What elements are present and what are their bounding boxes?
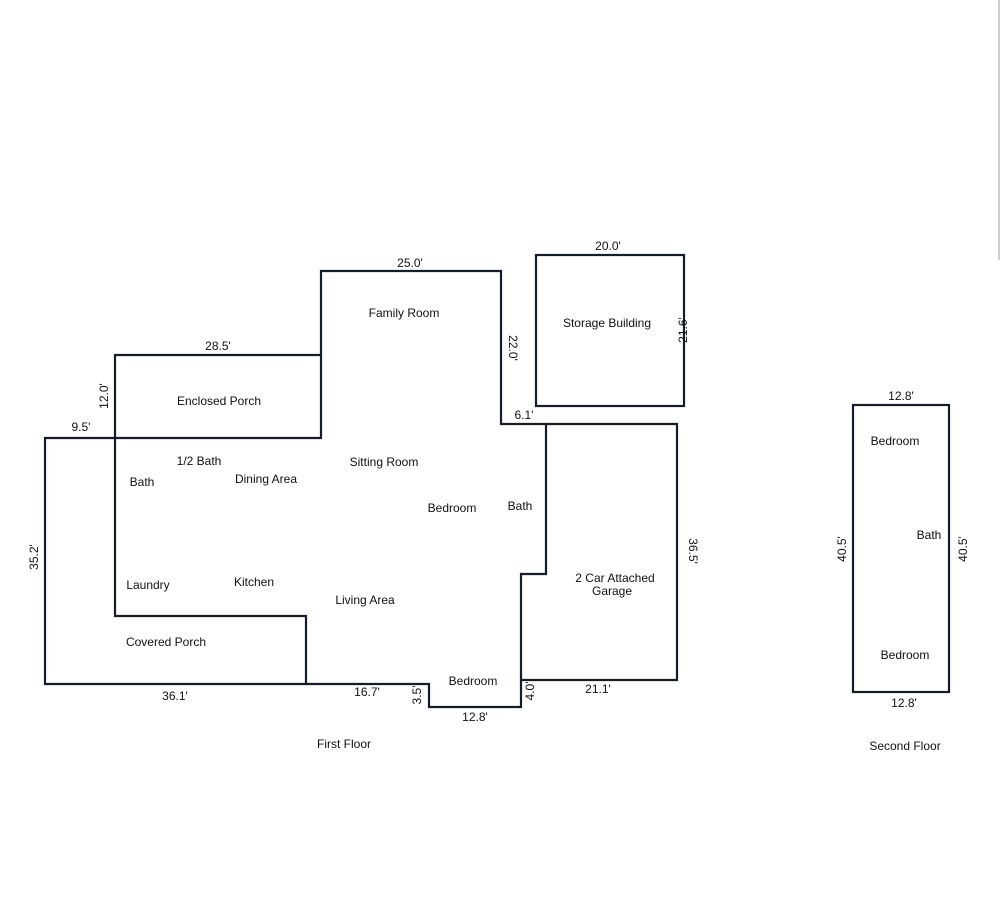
dim-2f-bottom: 12.8' [891, 696, 917, 710]
room-label-half-bath: 1/2 Bath [177, 454, 222, 468]
dim-bump-bottom: 12.8' [462, 710, 488, 724]
scan-edge [998, 0, 1000, 260]
dim-notch: 6.1' [515, 408, 534, 422]
enclosed-porch-wall [115, 355, 323, 440]
dim-family-top: 25.0' [397, 256, 423, 270]
dim-2f-right: 40.5' [956, 536, 970, 562]
dim-family-side: 22.0' [506, 335, 520, 361]
room-label-kitchen: Kitchen [234, 575, 274, 589]
room-label-family-room: Family Room [369, 306, 440, 320]
dim-enclosed-porch-side: 12.0' [97, 383, 111, 409]
dim-2f-top: 12.8' [888, 389, 914, 403]
room-label-garage-line2: Garage [592, 584, 632, 598]
second-floor-outline [851, 403, 951, 694]
room-label-2f-bath: Bath [917, 528, 942, 542]
room-label-bath-left: Bath [130, 475, 155, 489]
dim-2f-left: 40.5' [835, 536, 849, 562]
room-label-sitting-room: Sitting Room [350, 455, 419, 469]
room-label-storage-building: Storage Building [563, 316, 651, 330]
room-label-2f-bedroom-top: Bedroom [871, 434, 920, 448]
main-house-outline [113, 269, 548, 709]
room-label-bath-right: Bath [508, 499, 533, 513]
dim-left-top: 9.5' [72, 420, 91, 434]
storage-building-outline [534, 253, 686, 408]
second-floor-title: Second Floor [869, 739, 940, 753]
dim-garage-bottom: 21.1' [585, 682, 611, 696]
dim-storage-top: 20.0' [595, 239, 621, 253]
room-label-covered-porch: Covered Porch [126, 635, 206, 649]
covered-porch-outline [43, 436, 306, 686]
dim-bottom-left: 36.1' [162, 689, 188, 703]
room-label-dining-area: Dining Area [235, 472, 297, 486]
dim-bottom-mid: 16.7' [354, 685, 380, 699]
dim-garage-step: 4.0' [523, 682, 537, 701]
first-floor-plan [43, 253, 686, 709]
dim-bump-side: 3.5' [410, 686, 424, 705]
dim-left-side: 35.2' [27, 544, 41, 570]
dim-storage-side: 21.6' [676, 317, 690, 343]
room-label-bedroom-center: Bedroom [428, 501, 477, 515]
dim-garage-side: 36.5' [686, 538, 700, 564]
first-floor-title: First Floor [317, 737, 371, 751]
dim-enclosed-porch-top: 28.5' [205, 339, 231, 353]
room-label-enclosed-porch: Enclosed Porch [177, 394, 261, 408]
room-label-garage-line1: 2 Car Attached [575, 571, 654, 585]
room-label-bedroom-bottom: Bedroom [449, 674, 498, 688]
room-label-2f-bedroom-bottom: Bedroom [881, 648, 930, 662]
garage-outline [521, 422, 679, 682]
room-label-laundry: Laundry [126, 578, 169, 592]
room-label-living-area: Living Area [335, 593, 395, 607]
